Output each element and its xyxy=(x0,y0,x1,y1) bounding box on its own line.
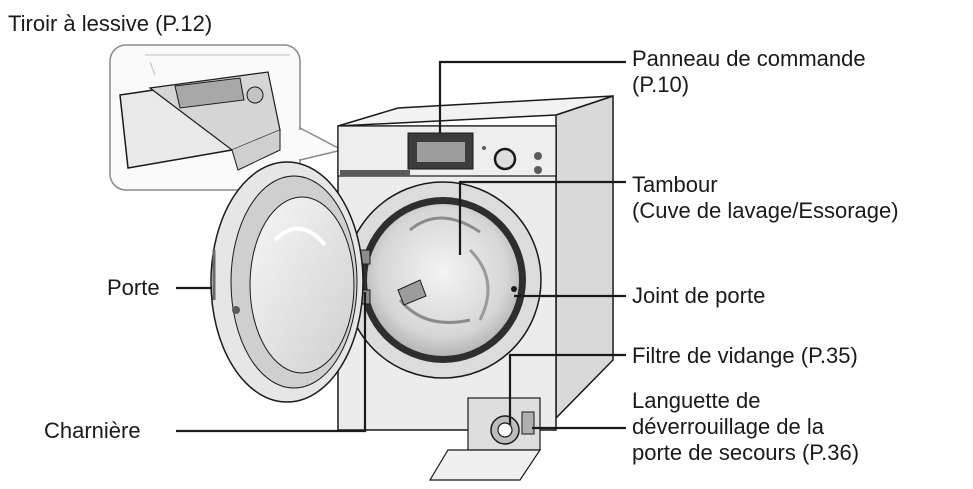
leader-drum xyxy=(458,180,626,255)
label-drum: Tambour (Cuve de lavage/Essorage) xyxy=(632,172,899,224)
label-release-tab-line3: porte de secours (P.36) xyxy=(632,440,860,465)
label-emergency-release-tab: Languette de déverrouillage de la porte … xyxy=(632,388,859,466)
filter-panel xyxy=(428,397,542,481)
label-drum-line1: Tambour xyxy=(632,172,718,197)
label-release-tab-line1: Languette de xyxy=(632,388,761,413)
leader-lines xyxy=(176,60,626,433)
leader-control-panel xyxy=(438,60,626,133)
door xyxy=(210,161,364,403)
label-control-panel-line1: Panneau de commande xyxy=(632,46,866,71)
label-control-panel-line2: (P.10) xyxy=(632,72,690,97)
label-detergent-drawer: Tiroir à lessive (P.12) xyxy=(8,11,213,36)
label-hinge: Charnière xyxy=(44,418,141,443)
leader-hinge xyxy=(176,292,367,433)
drawer-inset xyxy=(109,44,345,191)
drum xyxy=(344,181,542,379)
leader-drain-filter xyxy=(508,353,626,425)
label-release-tab-line2: déverrouillage de la xyxy=(632,414,825,439)
label-drain-filter: Filtre de vidange (P.35) xyxy=(632,343,858,368)
label-drum-line2: (Cuve de lavage/Essorage) xyxy=(632,198,899,223)
label-door-seal: Joint de porte xyxy=(632,283,766,308)
label-control-panel: Panneau de commande (P.10) xyxy=(632,46,866,98)
label-door: Porte xyxy=(107,275,160,300)
